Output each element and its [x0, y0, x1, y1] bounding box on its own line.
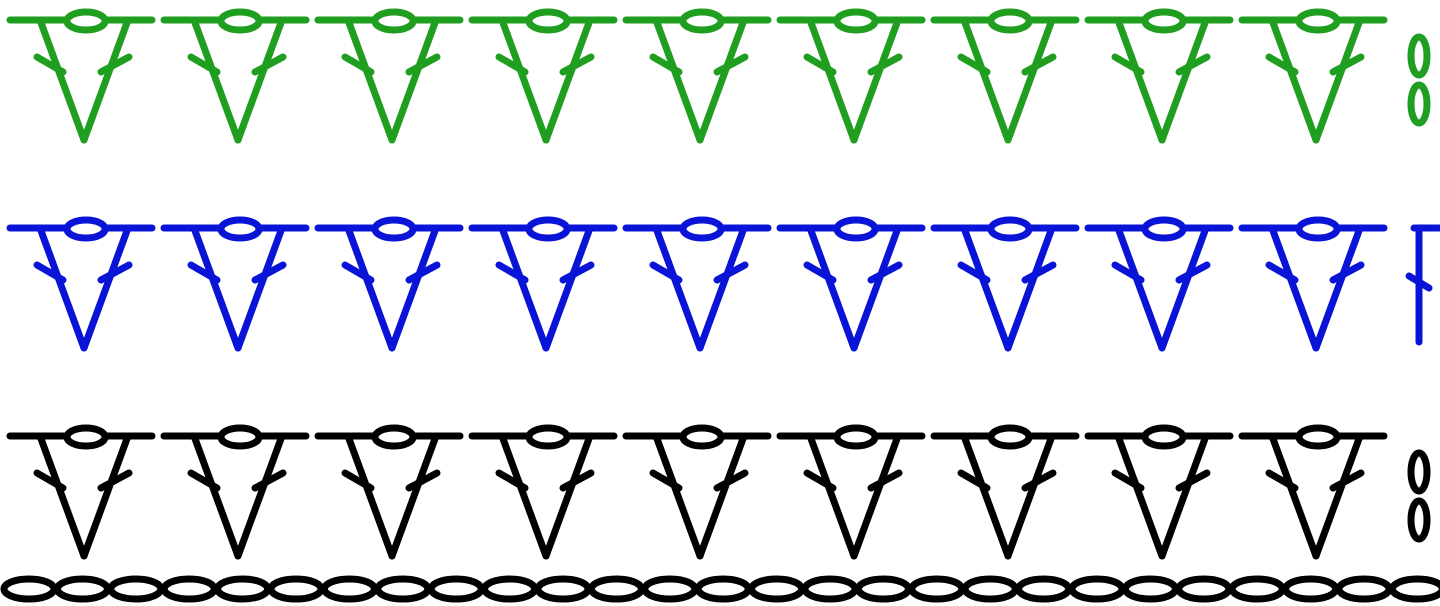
- v-stitch-icon: [314, 8, 464, 144]
- chain-stitch-icon: [641, 575, 699, 603]
- v-stitch-icon: [468, 8, 618, 144]
- chain-stitch-icon: [587, 575, 645, 603]
- chain-stitch-icon: [481, 575, 539, 603]
- v-stitch-icon: [1238, 216, 1388, 352]
- v-stitch-icon: [1084, 8, 1234, 144]
- chain-stitch-icon: [374, 575, 432, 603]
- chain-stitch-icon: [1121, 575, 1179, 603]
- chain-stitch-icon: [320, 575, 378, 603]
- v-stitch-icon: [6, 8, 156, 144]
- row-green: [6, 8, 1431, 144]
- v-stitch-icon: [468, 424, 618, 560]
- row-black: [6, 424, 1431, 560]
- v-stitch-icon: [930, 8, 1080, 144]
- v-stitch-icon: [1084, 216, 1234, 352]
- v-stitch-icon: [930, 216, 1080, 352]
- turning-chain-icon: [1407, 33, 1431, 127]
- v-stitch-icon: [314, 216, 464, 352]
- v-stitch-icon: [1238, 8, 1388, 144]
- chain-stitch-icon: [1068, 575, 1126, 603]
- v-stitch-icon: [6, 424, 156, 560]
- v-stitch-icon: [622, 216, 772, 352]
- chain-stitch-icon: [1282, 575, 1340, 603]
- chain-stitch-icon: [694, 575, 752, 603]
- v-stitch-icon: [160, 216, 310, 352]
- v-stitch-icon: [6, 216, 156, 352]
- v-stitch-icon: [160, 8, 310, 144]
- row-blue: [6, 216, 1440, 352]
- v-stitch-icon: [776, 216, 926, 352]
- chain-stitch-icon: [1335, 575, 1393, 603]
- chain-stitch-icon: [160, 575, 218, 603]
- chain-stitch-icon: [267, 575, 325, 603]
- v-stitch-icon: [776, 424, 926, 560]
- chain-stitch-icon: [854, 575, 912, 603]
- chain-stitch-icon: [1175, 575, 1233, 603]
- chain-stitch-icon: [801, 575, 859, 603]
- chain-stitch-icon: [534, 575, 592, 603]
- chain-stitch-icon: [1015, 575, 1073, 603]
- chain-stitch-icon: [1388, 575, 1440, 603]
- chain-stitch-icon: [53, 575, 111, 603]
- chain-stitch-icon: [427, 575, 485, 603]
- chain-stitch-icon: [0, 575, 58, 603]
- v-stitch-icon: [930, 424, 1080, 560]
- v-stitch-icon: [314, 424, 464, 560]
- v-stitch-icon: [1238, 424, 1388, 560]
- turning-chain-icon: [1407, 449, 1431, 543]
- v-stitch-icon: [776, 8, 926, 144]
- v-stitch-icon: [622, 424, 772, 560]
- v-stitch-icon: [160, 424, 310, 560]
- single-crochet-icon: [1405, 224, 1440, 346]
- v-stitch-icon: [622, 8, 772, 144]
- chain-stitch-icon: [908, 575, 966, 603]
- chain-stitch-icon: [214, 575, 272, 603]
- chain-stitch-icon: [107, 575, 165, 603]
- foundation-chain: [0, 575, 1440, 603]
- chain-stitch-icon: [961, 575, 1019, 603]
- chain-stitch-icon: [1228, 575, 1286, 603]
- v-stitch-icon: [468, 216, 618, 352]
- v-stitch-icon: [1084, 424, 1234, 560]
- chain-stitch-icon: [748, 575, 806, 603]
- stitch-rows: [6, 8, 1440, 560]
